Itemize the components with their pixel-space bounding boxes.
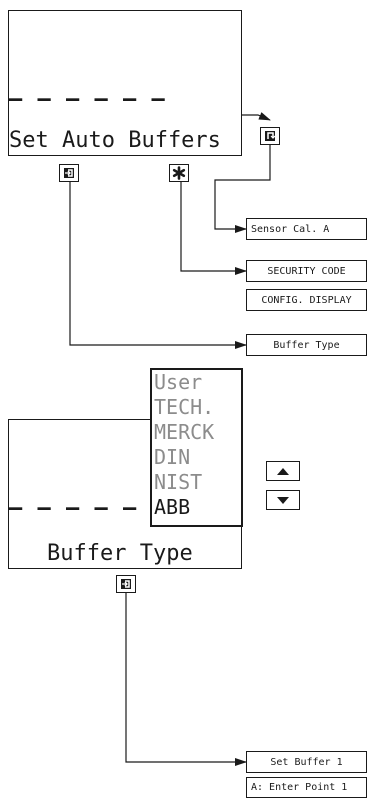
- enter-key-icon[interactable]: [116, 575, 136, 593]
- arrow-to-sensor-cal: [214, 145, 271, 233]
- lcd-dashes: – – – – – –: [9, 496, 166, 521]
- menu-item-tech[interactable]: TECH.: [154, 395, 215, 419]
- security-code-box[interactable]: SECURITY CODE: [246, 260, 367, 282]
- arrow-to-exit-key: [242, 112, 271, 121]
- down-arrow-icon[interactable]: [266, 490, 300, 510]
- up-arrow-icon[interactable]: [266, 461, 300, 481]
- menu-item-din[interactable]: DIN: [154, 445, 191, 469]
- set-buffer-1-box[interactable]: Set Buffer 1: [246, 751, 367, 773]
- menu-item-abb[interactable]: ABB: [154, 495, 191, 519]
- asterisk-icon[interactable]: [169, 164, 189, 182]
- lcd-display-1: – – – – – – Set Auto Buffers: [8, 10, 242, 156]
- enter-point-1-box[interactable]: A: Enter Point 1: [246, 777, 367, 798]
- lcd-title: Buffer Type: [47, 541, 193, 566]
- lcd-display-2: – – – – – – Buffer Type: [8, 419, 242, 569]
- menu-item-merck[interactable]: MERCK: [154, 420, 215, 444]
- exit-key-icon[interactable]: [260, 127, 280, 145]
- buffer-type-box[interactable]: Buffer Type: [246, 334, 367, 356]
- config-display-box[interactable]: CONFIG. DISPLAY: [246, 289, 367, 311]
- menu-item-user[interactable]: User: [154, 370, 203, 394]
- menu-item-nist[interactable]: NIST: [154, 470, 203, 494]
- lcd-title: Set Auto Buffers: [9, 128, 221, 153]
- arrow-to-set-buffer-1: [125, 592, 247, 766]
- arrow-to-buffer-type: [69, 182, 247, 349]
- enter-key-icon[interactable]: [59, 164, 79, 182]
- lcd-dashes: – – – – – –: [9, 87, 166, 112]
- sensor-cal-box[interactable]: Sensor Cal. A: [246, 218, 367, 240]
- buffer-type-menu[interactable]: User TECH. MERCK DIN NIST ABB: [150, 368, 243, 527]
- arrow-to-security-code: [180, 182, 247, 275]
